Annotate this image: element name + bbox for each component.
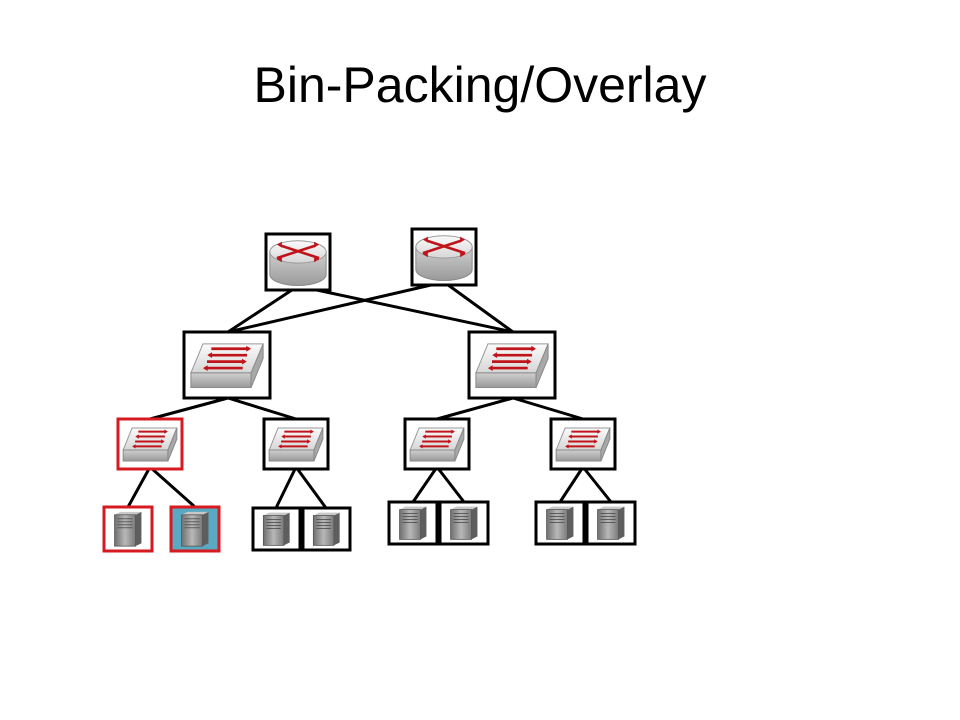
link-agg-switch-1-to-edge-switch-1 xyxy=(149,396,229,421)
server-3 xyxy=(251,506,302,552)
link-agg-switch-2-to-edge-switch-3 xyxy=(436,396,514,421)
router-icon xyxy=(269,240,327,286)
server-8 xyxy=(585,500,637,546)
links-layer xyxy=(126,280,613,509)
edge-switch-4 xyxy=(549,417,617,471)
server-icon xyxy=(399,506,427,540)
switch-icon xyxy=(190,343,264,388)
server-6 xyxy=(438,500,490,546)
agg-switch-1 xyxy=(182,330,272,400)
edge-switch-3 xyxy=(403,417,471,471)
link-core-router-1-to-agg-switch-1 xyxy=(227,284,299,334)
server-1 xyxy=(102,505,154,553)
router-icon xyxy=(415,235,473,281)
switch-icon xyxy=(409,427,465,462)
slide-title: Bin-Packing/Overlay xyxy=(253,57,707,113)
server-icon xyxy=(597,506,625,540)
core-router-1 xyxy=(264,232,332,292)
switch-icon xyxy=(555,427,611,462)
server-icon xyxy=(181,511,209,547)
switch-icon xyxy=(475,343,549,388)
link-edge-switch-4-to-server-7 xyxy=(558,466,585,503)
server-icon xyxy=(312,512,340,546)
core-router-2 xyxy=(410,227,478,287)
server-4 xyxy=(301,506,352,552)
link-edge-switch-3-to-server-6 xyxy=(435,466,466,503)
edge-switch-1 xyxy=(116,417,184,471)
link-edge-switch-2-to-server-4 xyxy=(294,466,328,509)
link-core-router-2-to-agg-switch-2 xyxy=(443,280,514,334)
link-edge-switch-3-to-server-5 xyxy=(411,466,439,503)
link-edge-switch-1-to-server-2 xyxy=(149,465,196,509)
link-core-router-2-to-agg-switch-1 xyxy=(227,280,445,334)
link-edge-switch-4-to-server-8 xyxy=(581,466,613,503)
link-agg-switch-2-to-edge-switch-4 xyxy=(512,396,584,421)
server-icon xyxy=(450,506,478,540)
link-agg-switch-1-to-edge-switch-2 xyxy=(227,396,297,421)
server-7 xyxy=(534,500,586,546)
agg-switch-2 xyxy=(467,330,557,400)
link-edge-switch-2-to-server-3 xyxy=(274,466,298,509)
nodes-layer xyxy=(102,227,637,553)
server-icon xyxy=(546,506,574,540)
switch-icon xyxy=(122,427,178,462)
server-2 xyxy=(169,505,221,553)
link-edge-switch-1-to-server-1 xyxy=(126,466,152,508)
link-core-router-1-to-agg-switch-2 xyxy=(297,284,514,334)
server-icon xyxy=(262,512,290,546)
edge-switch-2 xyxy=(262,417,330,471)
server-icon xyxy=(114,511,142,547)
server-5 xyxy=(387,500,439,546)
switch-icon xyxy=(268,427,324,462)
